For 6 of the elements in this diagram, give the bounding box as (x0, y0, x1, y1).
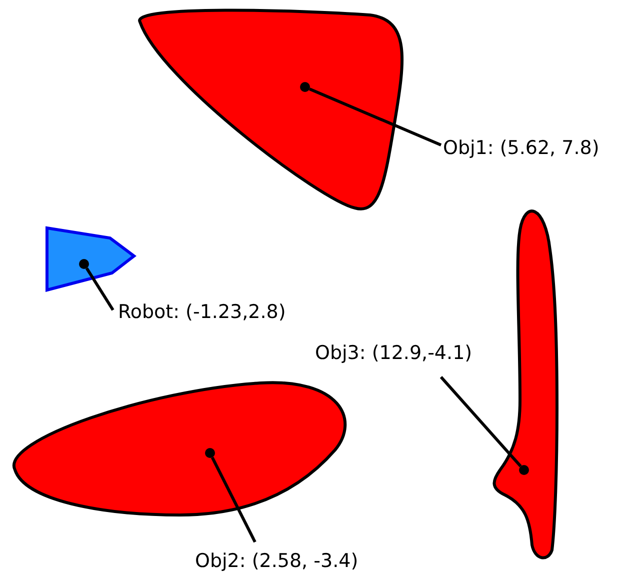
coordinate-label: Obj1: (5.62, 7.8) (443, 136, 600, 160)
leader-line (309, 88, 442, 146)
coordinate-label: Obj3: (12.9,-4.1) (315, 341, 472, 365)
leader-line (210, 456, 256, 543)
coordinate-label: Obj2: (2.58, -3.4) (195, 549, 358, 573)
coordinate-label: Robot: (-1.23,2.8) (118, 300, 286, 324)
